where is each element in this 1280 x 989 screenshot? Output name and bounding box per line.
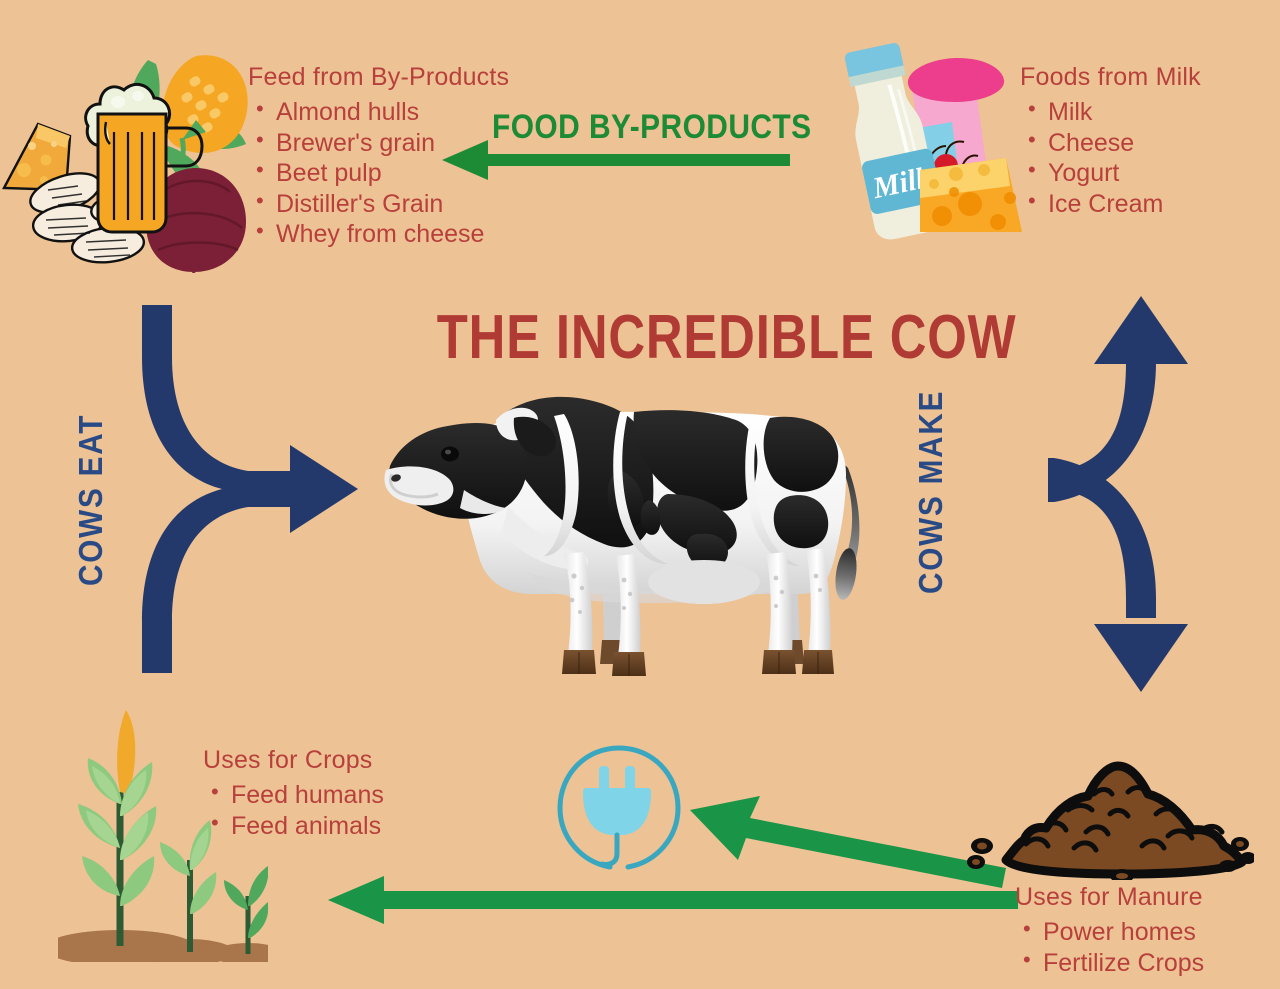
panel-heading: Foods from Milk xyxy=(1020,63,1201,91)
electric-plug-icon xyxy=(557,745,681,870)
manure-illustration xyxy=(967,761,1254,880)
panel-uses-for-crops: Uses for Crops Feed humans Feed animals xyxy=(203,745,433,841)
dairy-illustration: Milk xyxy=(844,43,1022,240)
panel-foods-from-milk: Foods from Milk Milk Cheese Yogurt Ice C… xyxy=(1020,62,1260,219)
panel-heading: Uses for Crops xyxy=(203,746,373,774)
list-item: Yogurt xyxy=(1028,157,1260,189)
panel-list: Power homes Fertilize Crops xyxy=(1015,916,1265,979)
panel-list: Feed humans Feed animals xyxy=(203,779,433,842)
list-item: Beet pulp xyxy=(256,157,578,189)
panel-heading: Uses for Manure xyxy=(1015,883,1203,911)
page-title: THE INCREDIBLE COW xyxy=(436,303,1017,372)
list-item: Brewer's grain xyxy=(256,127,578,159)
panel-heading: Feed from By-Products xyxy=(248,63,510,91)
food-by-products-label: FOOD BY-PRODUCTS xyxy=(492,108,812,146)
list-item: Distiller's Grain xyxy=(256,188,578,220)
list-item: Power homes xyxy=(1023,916,1265,948)
panel-uses-for-manure: Uses for Manure Power homes Fertilize Cr… xyxy=(1015,882,1265,978)
cows-eat-label-wrap: COWS EAT xyxy=(72,414,263,624)
cows-make-label-wrap: COWS MAKE xyxy=(912,390,1139,632)
food-byproducts-arrow-icon xyxy=(442,140,790,180)
cows-eat-arrow-icon xyxy=(142,305,358,673)
cows-make-label: COWS MAKE xyxy=(912,389,949,594)
cows-eat-label: COWS EAT xyxy=(72,413,109,586)
manure-to-power-arrow-icon xyxy=(690,796,1006,888)
panel-list: Almond hulls Brewer's grain Beet pulp Di… xyxy=(248,96,578,250)
panel-list: Milk Cheese Yogurt Ice Cream xyxy=(1020,96,1260,220)
list-item: Whey from cheese xyxy=(256,218,578,250)
list-item: Feed animals xyxy=(211,810,433,842)
manure-to-crops-arrow-icon xyxy=(328,876,1018,924)
cow-illustration xyxy=(384,396,860,676)
list-item: Cheese xyxy=(1028,127,1260,159)
list-item: Almond hulls xyxy=(256,96,578,128)
list-item: Fertilize Crops xyxy=(1023,947,1265,979)
list-item: Ice Cream xyxy=(1028,188,1260,220)
crops-illustration xyxy=(58,710,268,962)
list-item: Milk xyxy=(1028,96,1260,128)
cows-make-arrow-icon xyxy=(1048,296,1188,692)
list-item: Feed humans xyxy=(211,779,433,811)
byproducts-illustration xyxy=(2,55,248,273)
panel-feed-from-byproducts: Feed from By-Products Almond hulls Brewe… xyxy=(248,62,578,250)
